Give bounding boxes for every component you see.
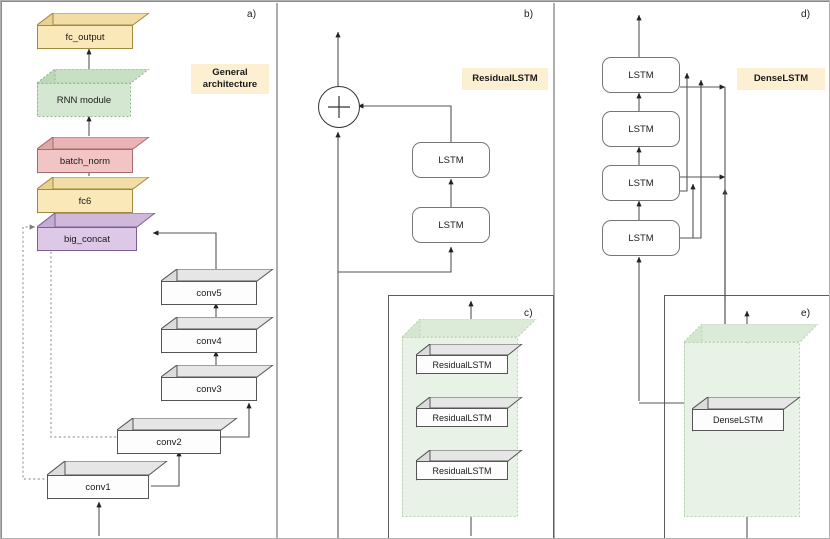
block-label: ResidualLSTM: [432, 465, 492, 476]
node-label: LSTM: [628, 69, 654, 81]
panel-e-label: e): [801, 308, 811, 319]
block-fc6: fc6: [37, 177, 150, 214]
block-label: ResidualLSTM: [432, 359, 492, 370]
panel-b-lstm-lower: LSTM: [412, 207, 490, 243]
block-conv4: conv4: [161, 317, 274, 354]
block-denselstm: DenseLSTM: [692, 397, 801, 432]
block-residuallstm-mid: ResidualLSTM: [416, 397, 523, 428]
legend-denselstm: DenseLSTM: [737, 68, 825, 90]
panel-d-lstm-4: LSTM: [602, 57, 680, 93]
legend-general-architecture: General architecture: [191, 64, 269, 94]
panel-b-label: b): [524, 9, 534, 20]
block-conv3: conv3: [161, 365, 274, 402]
node-label: LSTM: [438, 219, 464, 231]
block-label: conv5: [196, 287, 222, 299]
block-label: conv1: [85, 481, 111, 493]
node-label: LSTM: [628, 177, 654, 189]
block-big-concat: big_concat: [37, 213, 156, 252]
block-batch-norm: batch_norm: [37, 137, 150, 174]
block-conv2: conv2: [117, 418, 238, 455]
block-label: fc_output: [65, 31, 105, 43]
panel-b-arrows: [335, 31, 454, 538]
panel-d-lstm-3: LSTM: [602, 111, 680, 147]
node-label: LSTM: [628, 232, 654, 244]
panel-c-label: c): [524, 308, 533, 319]
panel-a-label: a): [247, 9, 257, 20]
legend-residuallstm: ResidualLSTM: [462, 68, 548, 90]
panel-b-lstm-upper: LSTM: [412, 142, 490, 178]
block-label: RNN module: [56, 94, 112, 106]
block-label: conv3: [196, 383, 222, 395]
block-conv5: conv5: [161, 269, 274, 306]
residual-add-operator: [318, 86, 360, 128]
block-label: ResidualLSTM: [432, 412, 492, 423]
block-label: conv4: [196, 335, 222, 347]
block-residuallstm-top: ResidualLSTM: [416, 344, 523, 375]
block-label: fc6: [78, 195, 92, 207]
block-conv1: conv1: [47, 461, 168, 500]
node-label: LSTM: [438, 154, 464, 166]
panel-e-frame: [664, 295, 829, 538]
block-label: DenseLSTM: [712, 415, 764, 425]
block-label: conv2: [156, 436, 182, 448]
block-label: big_concat: [64, 233, 110, 245]
panel-d-label: d): [801, 9, 811, 20]
block-rnn-module: RNN module: [37, 69, 150, 118]
panel-c-frame: [388, 295, 554, 538]
panel-d-lstm-1: LSTM: [602, 220, 680, 256]
block-label: batch_norm: [59, 155, 111, 167]
panel-d-lstm-2: LSTM: [602, 165, 680, 201]
block-residuallstm-bottom: ResidualLSTM: [416, 450, 523, 481]
node-label: LSTM: [628, 123, 654, 135]
block-fc-output: fc_output: [37, 13, 150, 50]
